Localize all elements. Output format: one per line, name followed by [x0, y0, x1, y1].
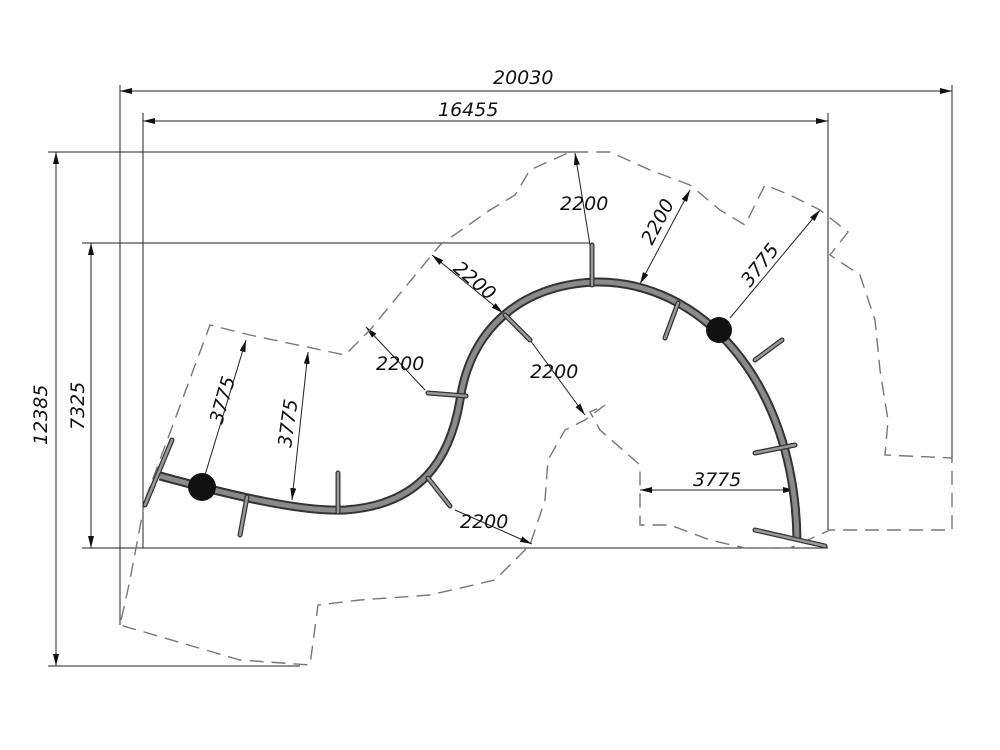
dim-fall-zone-4: 3775 [693, 469, 741, 491]
dim-clearance-6: 2200 [460, 511, 508, 533]
dim-clearance-5: 2200 [530, 361, 578, 383]
safety-zone-outline [119, 151, 953, 666]
dim-clearance-4: 2200 [376, 353, 424, 375]
dim-overall-width: 20030 [493, 67, 553, 89]
dim-inner-height: 7325 [67, 382, 89, 430]
dim-inner-width: 16455 [438, 99, 498, 121]
extension-lines [48, 85, 953, 667]
curved-beam [158, 277, 802, 541]
dim-overall-height: 12385 [30, 385, 52, 445]
dim-clearance-1: 2200 [560, 193, 608, 215]
posts [142, 242, 828, 549]
dim-clearance-3: 2200 [449, 257, 500, 305]
dim-fall-zone-1: 3775 [206, 374, 240, 427]
support-foot-left [188, 473, 216, 501]
support-foot-right [706, 317, 732, 343]
dimension-lines [53, 88, 952, 666]
dim-fall-zone-3: 3775 [737, 239, 784, 291]
